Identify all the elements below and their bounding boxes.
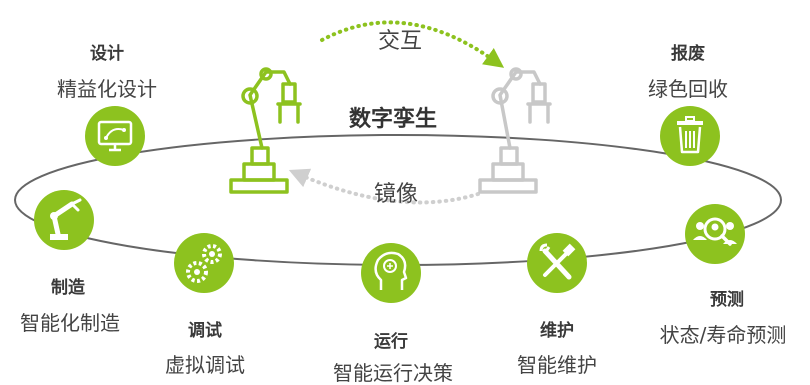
maintain-stage-icon <box>527 233 587 293</box>
manufacture-title: 制造 <box>51 277 86 298</box>
digital-robot-arm-icon <box>478 67 552 194</box>
manufacture-stage-icon <box>34 190 94 250</box>
maintain-subtitle: 智能维护 <box>517 353 597 377</box>
debug-subtitle: 虚拟调试 <box>165 353 245 377</box>
design-subtitle: 精益化设计 <box>57 77 157 101</box>
recycle-title: 报废 <box>671 43 705 64</box>
digital-twin-title: 数字孪生 <box>349 106 437 132</box>
operate-title: 运行 <box>374 331 408 352</box>
design-title: 设计 <box>90 43 124 64</box>
manufacture-subtitle: 智能化制造 <box>20 311 120 335</box>
mirror-label: 镜像 <box>374 182 418 207</box>
interaction-label: 交互 <box>378 29 422 54</box>
mirror-arrow <box>288 168 480 205</box>
maintain-title: 维护 <box>540 320 574 341</box>
operate-subtitle: 智能运行决策 <box>333 361 453 385</box>
predict-title: 预测 <box>710 289 744 310</box>
recycle-subtitle: 绿色回收 <box>648 77 728 101</box>
recycle-stage-icon <box>660 106 720 166</box>
design-stage-icon <box>85 106 145 166</box>
operate-stage-icon <box>361 243 421 303</box>
predict-stage-icon <box>685 204 745 264</box>
debug-stage-icon <box>174 233 234 293</box>
debug-title: 调试 <box>188 321 222 341</box>
physical-robot-arm-icon <box>229 67 302 194</box>
predict-subtitle: 状态/寿命预测 <box>660 323 787 347</box>
